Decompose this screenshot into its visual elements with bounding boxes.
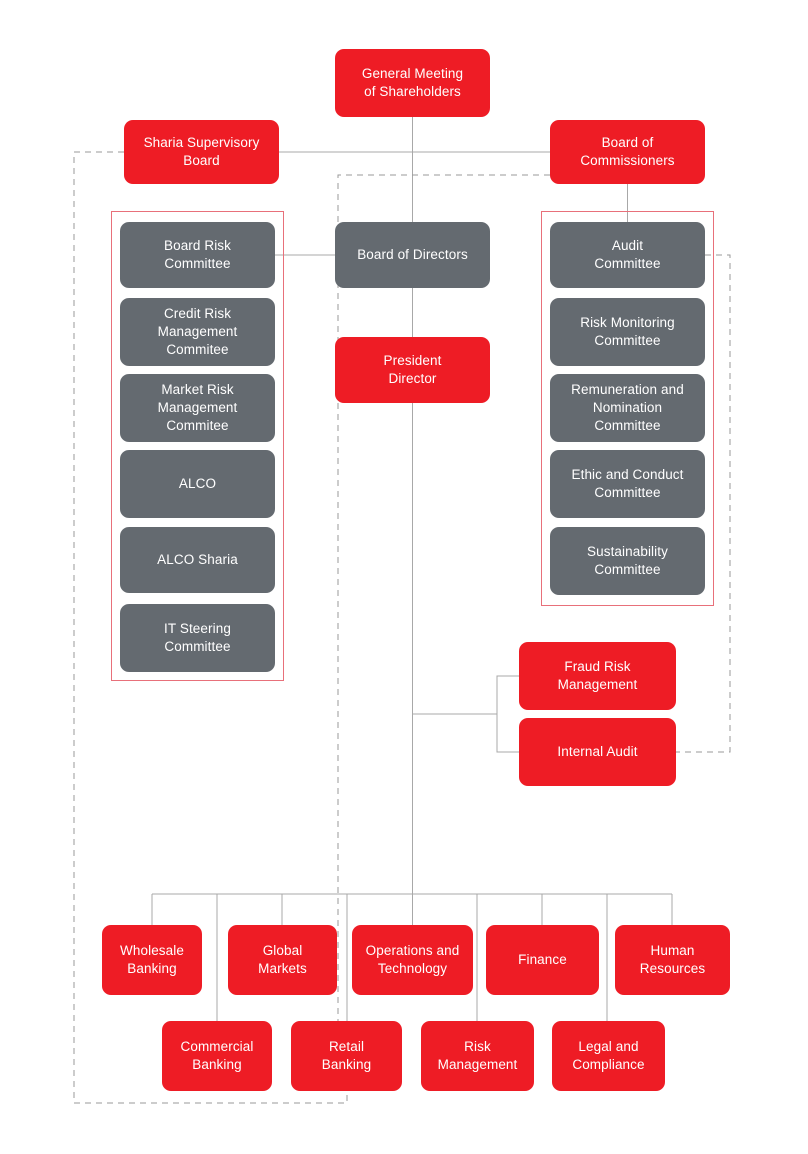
node-label: Internal Audit — [557, 744, 638, 760]
node-fraud-risk-management[interactable]: Fraud Risk Management — [519, 642, 676, 710]
dashed-audit-to-internal-audit — [676, 254, 731, 753]
node-it-steering-committee[interactable]: IT Steering Committee — [120, 604, 275, 672]
node-label: Ethic and Conduct Committee — [571, 467, 684, 500]
node-risk-management[interactable]: Risk Management — [421, 1021, 534, 1091]
node-alco-sharia[interactable]: ALCO Sharia — [120, 527, 275, 593]
node-label: Board of Commissioners — [580, 135, 675, 168]
node-label: Global Markets — [258, 943, 307, 976]
node-label: Fraud Risk Management — [557, 659, 638, 692]
node-label: Risk Monitoring Committee — [580, 315, 675, 348]
dashed-boc-to-bod-column — [337, 174, 550, 1021]
node-label: IT Steering Committee — [164, 621, 231, 654]
node-label: Remuneration and Nomination Committee — [571, 382, 684, 433]
line-frm-ia-bracket — [496, 675, 519, 753]
node-label: Board Risk Committee — [163, 238, 232, 271]
dashed-ssb-left-path — [73, 151, 348, 1104]
node-label: Human Resources — [639, 943, 706, 976]
node-label: General Meeting of Shareholders — [361, 66, 464, 99]
node-board-of-commissioners[interactable]: Board of Commissioners — [550, 120, 705, 184]
node-sustainability-committee[interactable]: Sustainability Committee — [550, 527, 705, 595]
node-label: Operations and Technology — [365, 943, 460, 976]
left-committee-group — [111, 211, 284, 681]
node-credit-risk-management-commitee[interactable]: Credit Risk Management Commitee — [120, 298, 275, 366]
node-president-director[interactable]: President Director — [335, 337, 490, 403]
node-wholesale-banking[interactable]: Wholesale Banking — [102, 925, 202, 995]
node-human-resources[interactable]: Human Resources — [615, 925, 730, 995]
node-board-of-directors[interactable]: Board of Directors — [335, 222, 490, 288]
node-internal-audit[interactable]: Internal Audit — [519, 718, 676, 786]
node-label: Audit Committee — [594, 238, 661, 271]
node-label: ALCO Sharia — [157, 552, 238, 568]
node-risk-monitoring-committee[interactable]: Risk Monitoring Committee — [550, 298, 705, 366]
node-label: Retail Banking — [321, 1039, 372, 1072]
node-label: Finance — [518, 952, 567, 968]
node-board-risk-committee[interactable]: Board Risk Committee — [120, 222, 275, 288]
node-label: ALCO — [178, 476, 217, 492]
node-label: Board of Directors — [357, 247, 468, 263]
node-label: Risk Management — [437, 1039, 518, 1072]
node-commercial-banking[interactable]: Commercial Banking — [162, 1021, 272, 1091]
node-label: Sustainability Committee — [587, 544, 668, 577]
node-sharia-supervisory-board[interactable]: Sharia Supervisory Board — [124, 120, 279, 184]
node-label: Wholesale Banking — [120, 943, 184, 976]
node-global-markets[interactable]: Global Markets — [228, 925, 337, 995]
node-label: Sharia Supervisory Board — [143, 135, 260, 168]
node-operations-and-technology[interactable]: Operations and Technology — [352, 925, 473, 995]
node-label: Legal and Compliance — [572, 1039, 645, 1072]
node-label: President Director — [383, 353, 442, 386]
node-label: Market Risk Management Commitee — [157, 382, 238, 433]
right-committee-group — [541, 211, 714, 606]
node-finance[interactable]: Finance — [486, 925, 599, 995]
node-alco[interactable]: ALCO — [120, 450, 275, 518]
node-legal-and-compliance[interactable]: Legal and Compliance — [552, 1021, 665, 1091]
node-general-meeting-of-shareholders[interactable]: General Meeting of Shareholders — [335, 49, 490, 117]
node-label: Commercial Banking — [180, 1039, 254, 1072]
node-remuneration-and-nomination-committee[interactable]: Remuneration and Nomination Committee — [550, 374, 705, 442]
node-audit-committee[interactable]: Audit Committee — [550, 222, 705, 288]
node-market-risk-management-commitee[interactable]: Market Risk Management Commitee — [120, 374, 275, 442]
node-retail-banking[interactable]: Retail Banking — [291, 1021, 402, 1091]
node-label: Credit Risk Management Commitee — [157, 306, 238, 357]
node-ethic-and-conduct-committee[interactable]: Ethic and Conduct Committee — [550, 450, 705, 518]
